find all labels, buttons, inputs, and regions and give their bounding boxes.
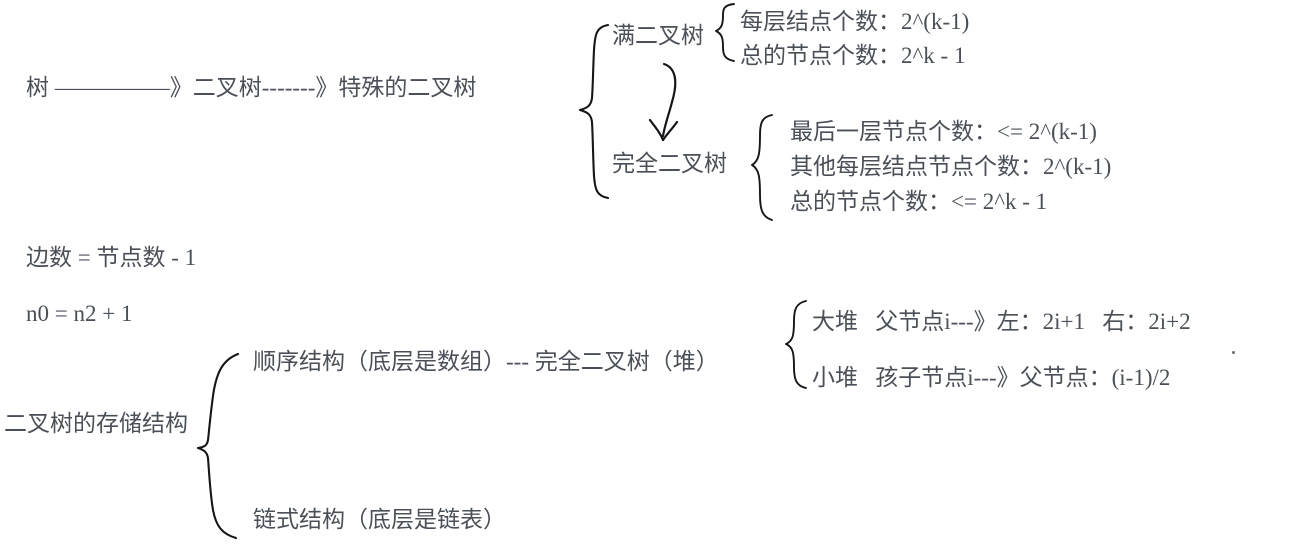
complete-binary-tree-brace xyxy=(751,114,773,221)
edge-count-formula: 边数 = 节点数 - 1 xyxy=(26,245,197,270)
leaf-node-formula: n0 = n2 + 1 xyxy=(26,301,133,326)
full-tree-item-1: 每层结点个数：2^(k-1) xyxy=(740,9,970,34)
complete-tree-item-2: 其他每层结点节点个数：2^(k-1) xyxy=(790,154,1112,179)
big-heap-rule: 大堆 父节点i---》左：2i+1 右：2i+2 xyxy=(812,309,1191,334)
full-binary-tree-brace xyxy=(715,3,735,62)
down-arrow-icon xyxy=(648,62,679,142)
full-binary-tree-label: 满二叉树 xyxy=(612,23,704,48)
complete-tree-item-3: 总的节点个数：<= 2^k - 1 xyxy=(790,189,1048,214)
linked-structure-text: 链式结构（底层是链表） xyxy=(253,507,506,532)
tree-chain-text: 树 —————》二叉树-------》特殊的二叉树 xyxy=(26,75,477,100)
complete-binary-tree-label: 完全二叉树 xyxy=(612,151,727,176)
storage-structure-brace xyxy=(196,352,240,540)
complete-tree-item-1: 最后一层节点个数：<= 2^(k-1) xyxy=(790,119,1097,144)
storage-structure-label: 二叉树的存储结构 xyxy=(4,411,188,436)
sequential-structure-text: 顺序结构（底层是数组）--- 完全二叉树（堆） xyxy=(253,349,719,374)
full-tree-item-2: 总的节点个数：2^k - 1 xyxy=(740,43,966,68)
ink-speck xyxy=(1232,351,1235,354)
small-heap-rule: 小堆 孩子节点i---》父节点：(i-1)/2 xyxy=(812,365,1171,390)
special-tree-brace xyxy=(578,23,610,200)
heap-brace xyxy=(785,300,807,389)
